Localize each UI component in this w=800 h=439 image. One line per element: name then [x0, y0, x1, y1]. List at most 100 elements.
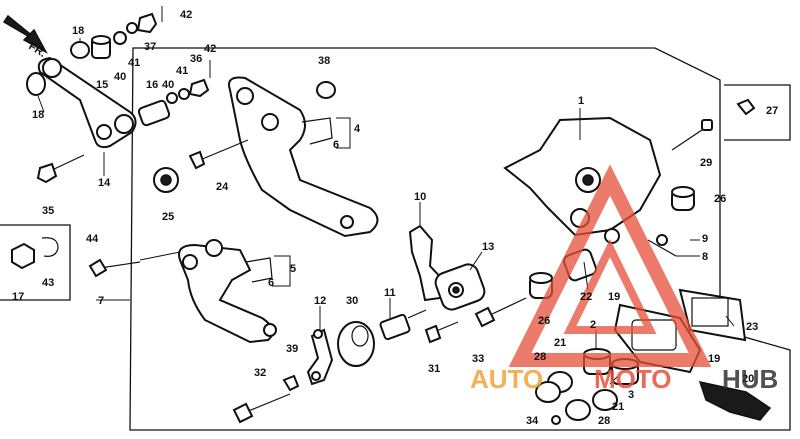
label-part-37: 37: [144, 41, 156, 53]
watermark-auto: AUTO: [470, 364, 543, 394]
label-part-26-right: 26: [714, 193, 726, 205]
lower-hanger-bracket: [178, 239, 277, 344]
label-part-44: 44: [86, 233, 99, 245]
label-part-21-upper: 21: [554, 337, 566, 349]
nut-25: [153, 167, 179, 193]
nut-38: [316, 81, 336, 99]
label-part-33: 33: [472, 353, 484, 365]
label-part-27: 27: [766, 105, 778, 117]
label-part-35: 35: [42, 205, 54, 217]
label-part-21-lower: 21: [612, 401, 624, 413]
boot-30: [337, 321, 375, 367]
upper-link-arm: [37, 56, 137, 149]
label-part-36: 36: [190, 53, 202, 65]
label-part-19-bottom: 19: [708, 353, 720, 365]
sub-assembly-frame: [0, 224, 71, 301]
label-part-19-top: 19: [608, 291, 620, 303]
label-part-18-top: 18: [72, 25, 84, 37]
bolt-35: [36, 154, 85, 184]
label-part-9: 9: [702, 233, 708, 245]
label-part-22: 22: [580, 291, 592, 303]
washer-40-mid: [166, 92, 178, 104]
nut-17: [11, 242, 35, 270]
clip-6-lower: [245, 257, 273, 283]
label-part-20: 20: [742, 373, 754, 385]
washer-18-left: [26, 72, 46, 96]
label-part-26-left: 26: [538, 315, 550, 327]
label-part-28-upper: 28: [534, 351, 546, 363]
label-part-18-left: 18: [32, 109, 44, 121]
seal-21-right: [592, 389, 618, 411]
nut-37: [136, 12, 158, 34]
watermark-hub: HUB: [722, 364, 778, 394]
label-part-40-lower: 40: [162, 79, 174, 91]
bushing-15: [91, 35, 111, 59]
label-part-38: 38: [318, 55, 330, 67]
bolt-31: [424, 321, 459, 344]
nut-39: [282, 374, 300, 392]
rod-7-line: [139, 251, 181, 261]
label-part-25: 25: [162, 211, 174, 223]
label-part-10: 10: [414, 191, 426, 203]
label-part-30: 30: [346, 295, 358, 307]
pivot-block-13: [434, 263, 486, 311]
label-part-42-mid: 42: [204, 43, 216, 55]
label-part-13: 13: [482, 241, 494, 253]
main-assembly-frame: [129, 47, 791, 431]
label-part-8: 8: [702, 251, 708, 263]
label-part-12: 12: [314, 295, 326, 307]
label-part-17: 17: [12, 291, 24, 303]
watermark-moto: MOTO: [594, 364, 672, 394]
label-part-34: 34: [526, 415, 539, 427]
label-part-6-lower: 6: [268, 277, 274, 289]
pad-spring-20: [698, 380, 772, 421]
bolt-33: [474, 297, 527, 328]
bleeder-8-9: [647, 234, 677, 257]
label-part-3: 3: [628, 389, 634, 401]
label-part-41-upper: 41: [128, 57, 140, 69]
label-part-43: 43: [42, 277, 54, 289]
label-part-29: 29: [700, 157, 712, 169]
washer-18-top: [70, 41, 90, 59]
seal-28-left: [535, 381, 561, 403]
circlip-43: [41, 237, 59, 257]
label-part-42-top: 42: [180, 9, 192, 21]
bushing-16: [137, 99, 171, 127]
label-part-40-upper: 40: [114, 71, 126, 83]
anti-squeal-shim-23: [678, 288, 747, 342]
label-part-14: 14: [98, 177, 111, 189]
label-part-11: 11: [384, 287, 396, 299]
label-part-31: 31: [428, 363, 440, 375]
watermark-triangle: [508, 164, 712, 367]
leader-lines: [37, 38, 735, 385]
clip-6-upper: [301, 117, 333, 145]
label-part-2: 2: [590, 319, 596, 331]
washer-41-mid: [178, 88, 190, 100]
adjuster-11: [379, 309, 427, 341]
label-part-32: 32: [254, 367, 266, 379]
label-part-28-lower: 28: [598, 415, 610, 427]
stay-12: [306, 328, 334, 386]
label-part-41-lower: 41: [176, 65, 188, 77]
label-part-5: 5: [290, 263, 296, 275]
washer-40-top: [113, 31, 127, 45]
seal-28-right: [565, 399, 591, 421]
label-part-1: 1: [578, 95, 584, 107]
nut-36: [188, 78, 210, 98]
pin-clip-27: [736, 98, 756, 116]
bolt-32: [232, 393, 291, 424]
washer-41-top: [126, 22, 138, 34]
pin-detail-frame: [724, 84, 791, 141]
label-part-39: 39: [286, 343, 298, 355]
label-part-7: 7: [98, 295, 104, 307]
pin-bolt-29: [671, 119, 713, 151]
label-part-4: 4: [354, 123, 361, 135]
upper-hanger-bracket: [228, 76, 379, 238]
label-part-15: 15: [96, 79, 108, 91]
ring-34: [551, 415, 561, 425]
label-part-6-upper: 6: [333, 139, 339, 151]
watermark-brand: AUTO MOTO HUB: [470, 364, 778, 394]
front-direction-arrow-icon: [2, 14, 48, 54]
